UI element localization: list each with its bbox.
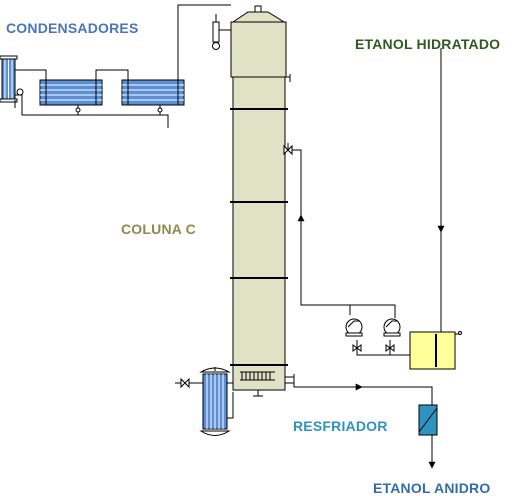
column-vent [254,5,262,13]
vertical-condenser [0,55,24,103]
valve-icon [75,107,81,113]
column-dome [231,11,286,23]
product-line [285,374,436,469]
label-etanol-anidro: ETANOL ANIDRO [373,480,491,496]
condensers [0,4,231,128]
feed-valve-icon [283,143,293,156]
label-condensadores: CONDENSADORES [6,20,139,36]
label-resfriador: RESFRIADOR [293,418,388,434]
thermometer-icon [212,14,231,50]
pump-1 [345,318,363,352]
horizontal-condenser-2 [121,79,185,106]
column-top-section [230,21,287,78]
cooler-resfriador [418,404,438,436]
reflux-piping [286,48,445,356]
distillation-column [212,5,288,397]
label-coluna: COLUNA C [121,221,196,237]
label-etanol-hidratado: ETANOL HIDRATADO [355,36,501,52]
feed-tank [409,331,462,370]
valve-icon [157,107,163,113]
horizontal-condenser-1 [39,79,103,106]
reboiler-exchanger [199,367,231,436]
steam-inlet [175,377,234,419]
pump-2 [383,318,401,352]
column-body [232,76,286,391]
column-bottom-heater [240,371,275,381]
